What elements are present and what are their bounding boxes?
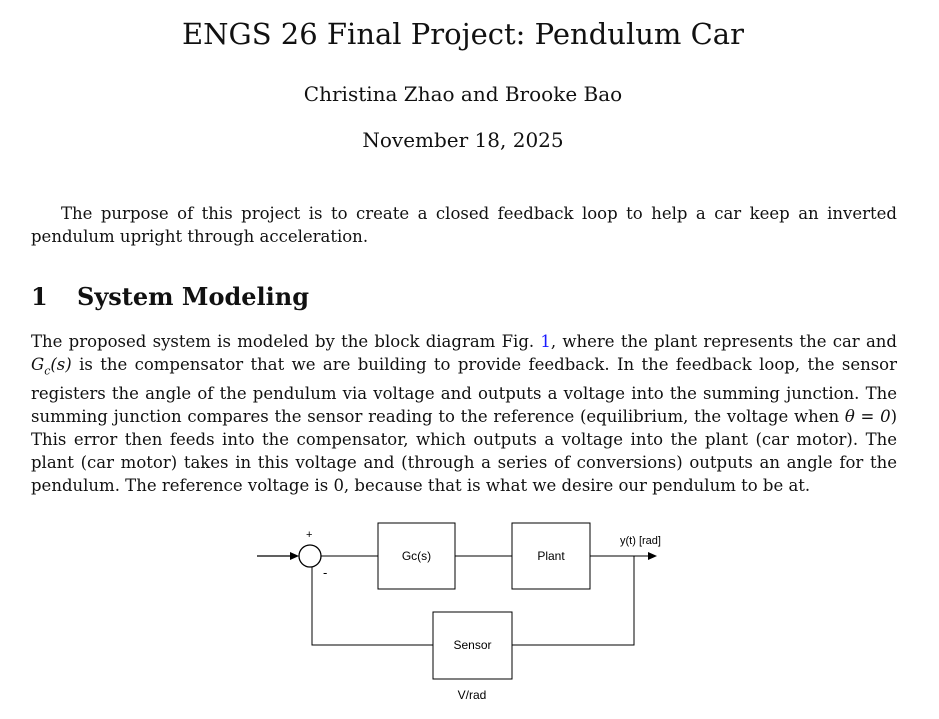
summing-junction [298,544,322,568]
figure-reference-link[interactable]: 1 [540,332,551,351]
section-number: 1 [31,282,48,311]
feedback-path-right [512,556,635,646]
compensator-symbol: G [31,354,45,374]
paragraph-text-3: is the compensator that we are building … [31,354,897,427]
sensor-units-label: V/rad [458,688,487,702]
plus-sign: + [306,529,312,541]
sensor-block [432,611,513,680]
output-arrowhead [648,552,657,560]
compensator-label: Gc(s) [402,549,431,563]
minus-sign: - [323,565,327,580]
abstract-paragraph: The purpose of this project is to create… [31,204,897,246]
document-title: ENGS 26 Final Project: Pendulum Car [182,17,744,51]
document-date: November 18, 2025 [362,128,564,152]
feedback-path-left [311,567,433,646]
output-label: y(t) [rad] [620,535,661,547]
input-arrowhead [290,552,299,560]
sensor-label: Sensor [453,638,491,652]
paragraph-text-2: , where the plant represents the car and [550,332,897,351]
body-paragraph: The proposed system is modeled by the bl… [31,331,897,498]
section-heading: 1 System Modeling [31,280,309,314]
paragraph-text-1: The proposed system is modeled by the bl… [31,332,541,351]
compensator-subscript: c [44,364,51,378]
section-title: System Modeling [77,282,309,311]
block-diagram: + - Gc(s) Plant y(t) [rad] Sensor V/rad [257,522,661,702]
paragraph-text-4: ) This error then feeds into the compens… [31,407,898,495]
compensator-argument: (s) [50,354,72,374]
plant-label: Plant [537,549,565,563]
plant-block [511,522,591,590]
theta-expression: θ = 0 [844,407,891,427]
document-authors: Christina Zhao and Brooke Bao [303,82,623,106]
